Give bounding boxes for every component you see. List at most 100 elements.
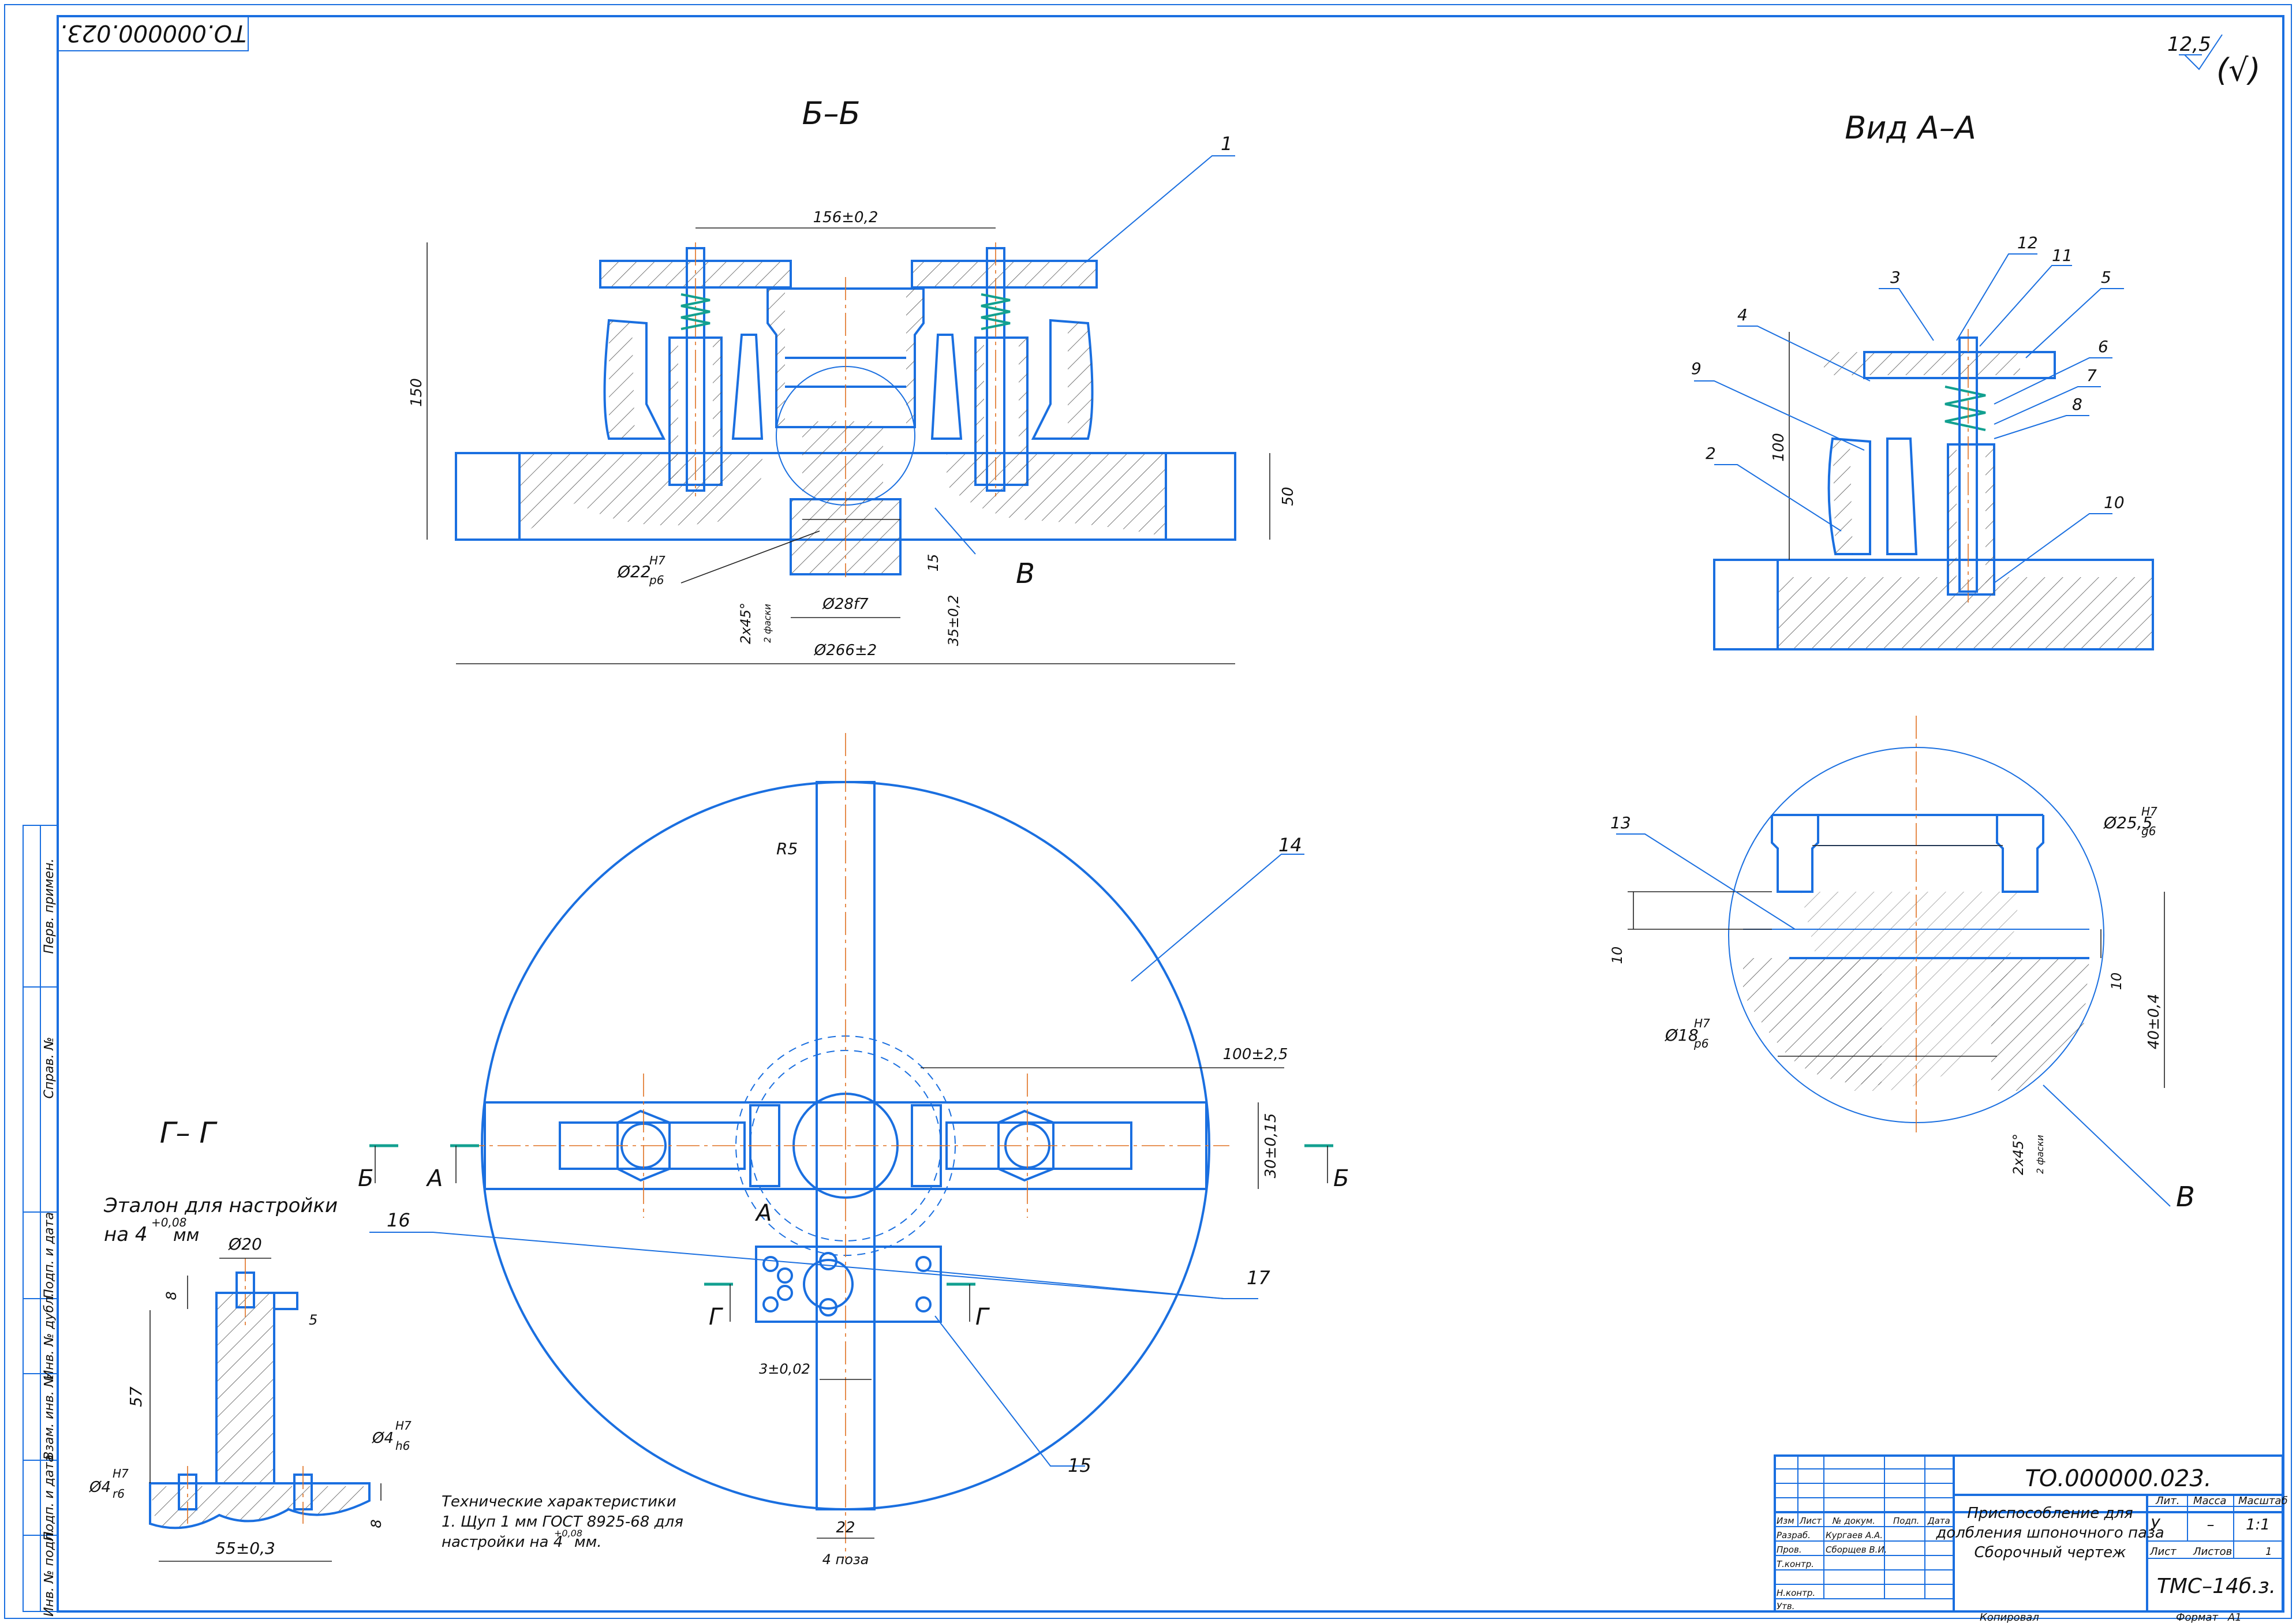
row-prov: Пров. xyxy=(1777,1545,1802,1555)
view-aa: Вид А–А 100 12 11 5 3 4 9 2 6 7 xyxy=(1691,110,2154,650)
callout-v2: В xyxy=(2176,1181,2195,1213)
dim-266: Ø266±2 xyxy=(814,642,877,659)
hdr-podp: Подп. xyxy=(1893,1516,1919,1526)
callout-5: 5 xyxy=(2101,268,2111,287)
marker-a-left: А xyxy=(425,1165,443,1192)
dim-22: Ø22 xyxy=(617,562,651,581)
format-value: А1 xyxy=(2227,1611,2242,1623)
callout-3: 3 xyxy=(1890,268,1901,287)
row-tkontr: Т.контр. xyxy=(1777,1559,1814,1569)
dim-100-2-5: 100±2,5 xyxy=(1223,1046,1288,1063)
val-massa: – xyxy=(2207,1516,2215,1534)
marker-b-left: Б xyxy=(358,1165,373,1192)
row-utv: Утв. xyxy=(1777,1601,1795,1611)
format-label: Формат xyxy=(2176,1611,2219,1623)
section-gg: Г– Г Эталон для настройки на 4 +0,08 мм … xyxy=(89,1116,412,1562)
dim-4-right-fit-top: H7 xyxy=(395,1419,412,1433)
marker-g-left: Г xyxy=(709,1304,723,1330)
marker-b-right: Б xyxy=(1333,1165,1349,1192)
dim-15: 15 xyxy=(925,554,941,572)
dim-55: 55±0,3 xyxy=(215,1539,275,1558)
val-prov: Сборщев В.И. xyxy=(1826,1545,1887,1555)
tech-notes: Технические характеристики 1. Щуп 1 мм Г… xyxy=(442,1493,683,1551)
title-name-2: долбления шпоночного паза xyxy=(1935,1524,2164,1542)
marker-a-bottom: А xyxy=(754,1200,772,1226)
callout-13: 13 xyxy=(1610,813,1631,832)
hdr-ndoc: № докум. xyxy=(1832,1516,1875,1526)
callout-6: 6 xyxy=(2098,337,2108,356)
side-label-3: Подп. и дата xyxy=(42,1212,57,1299)
dim-4-poza: 4 поза xyxy=(822,1551,869,1568)
section-bb-title: Б–Б xyxy=(802,95,860,132)
dim-35: 35±0,2 xyxy=(945,595,962,646)
callout-4: 4 xyxy=(1737,305,1748,324)
detail-circle: Ø25,5 H7 g6 10 10 40±0,4 Ø18 H7 p6 2x45°… xyxy=(1609,716,2195,1213)
callout-15: 15 xyxy=(1068,1454,1091,1476)
val-listov: 1 xyxy=(2265,1546,2272,1558)
plan-view: 100±2,5 30±0,15 R5 3±0,02 22 4 поза Б А … xyxy=(358,733,1349,1568)
callout-11: 11 xyxy=(2052,246,2073,265)
hdr-massa: Масса xyxy=(2193,1495,2226,1507)
callout-14: 14 xyxy=(1278,834,1302,856)
callout-10: 10 xyxy=(2104,493,2125,512)
dim-5: 5 xyxy=(309,1312,317,1328)
dim-22-width: 22 xyxy=(836,1519,855,1536)
row-nkontr: Н.контр. xyxy=(1777,1588,1815,1598)
val-masht: 1:1 xyxy=(2246,1516,2270,1534)
title-name-3: Сборочный чертеж xyxy=(1975,1544,2127,1561)
stamp-top: ТО.000000.023. xyxy=(59,20,246,46)
dim-30: 30±0,15 xyxy=(1262,1113,1280,1179)
dim-chamfer-b: 2x45° xyxy=(2010,1134,2026,1175)
dim-150: 150 xyxy=(408,378,425,407)
dim-4-left: Ø4 xyxy=(89,1479,111,1496)
section-gg-title: Г– Г xyxy=(160,1116,218,1150)
row-razrab: Разраб. xyxy=(1777,1530,1811,1540)
title-block: ТО.000000.023. Приспособление для долбле… xyxy=(1774,1454,2288,1623)
dim-18-fit-top: H7 xyxy=(1694,1016,1710,1030)
dim-10-right: 10 xyxy=(2108,973,2125,990)
dim-phi-20: Ø20 xyxy=(228,1235,262,1254)
callout-1: 1 xyxy=(1221,133,1232,155)
org: ТМС–14б.з. xyxy=(2157,1575,2276,1598)
side-label-5: Взам. инв. № xyxy=(42,1374,57,1460)
side-column: Перв. примен. Справ. № Подп. и дата Инв.… xyxy=(23,825,58,1617)
etalon-tolerance: +0,08 xyxy=(151,1216,186,1229)
dim-chamfer-note: 2 фаски xyxy=(762,604,773,643)
kopiroval: Копировал xyxy=(1980,1611,2039,1623)
dim-156: 156±0,2 xyxy=(813,209,878,226)
dim-4-right: Ø4 xyxy=(372,1430,394,1447)
callout-17: 17 xyxy=(1247,1267,1270,1289)
callout-2: 2 xyxy=(1706,444,1716,463)
marker-g-right: Г xyxy=(975,1304,990,1330)
dim-chamfer-b-note: 2 фаски xyxy=(2035,1135,2046,1174)
dim-100: 100 xyxy=(1770,433,1788,462)
dim-8-top: 8 xyxy=(163,1291,180,1300)
dim-25-5: Ø25,5 xyxy=(2103,813,2152,832)
dim-18: Ø18 xyxy=(1665,1026,1699,1045)
dim-10-left: 10 xyxy=(1609,947,1625,964)
side-label-4: Инв. № дубл. xyxy=(42,1293,57,1380)
tech-title: Технические характеристики xyxy=(442,1493,676,1510)
dim-28: Ø28f7 xyxy=(822,596,869,613)
hdr-list: Лист xyxy=(1799,1516,1822,1526)
section-bb: Б–Б xyxy=(408,95,1297,664)
dim-r5: R5 xyxy=(776,839,798,858)
dim-25-5-fit-bottom: g6 xyxy=(2141,824,2156,838)
dim-57: 57 xyxy=(126,1386,145,1407)
dim-25-5-fit-top: H7 xyxy=(2141,805,2157,818)
etalon-line-1: Эталон для настройки xyxy=(103,1194,338,1217)
callout-9: 9 xyxy=(1691,359,1702,378)
callout-8: 8 xyxy=(2072,395,2082,414)
dim-4-left-fit-top: H7 xyxy=(113,1467,129,1480)
section-markers: Б А Б А Г Г xyxy=(358,1144,1349,1330)
dim-40: 40±0,4 xyxy=(2145,994,2163,1049)
dim-18-fit-bottom: p6 xyxy=(1693,1037,1708,1050)
hdr-listov: Листов xyxy=(2193,1546,2232,1558)
val-lit: У xyxy=(2151,1516,2161,1534)
dim-4-left-fit-bottom: r6 xyxy=(113,1487,125,1501)
callout-7: 7 xyxy=(2086,366,2097,385)
val-razrab: Кургаев А.А. xyxy=(1826,1530,1883,1540)
callout-12: 12 xyxy=(2017,233,2038,252)
hdr-izm: Изм xyxy=(1777,1516,1794,1526)
